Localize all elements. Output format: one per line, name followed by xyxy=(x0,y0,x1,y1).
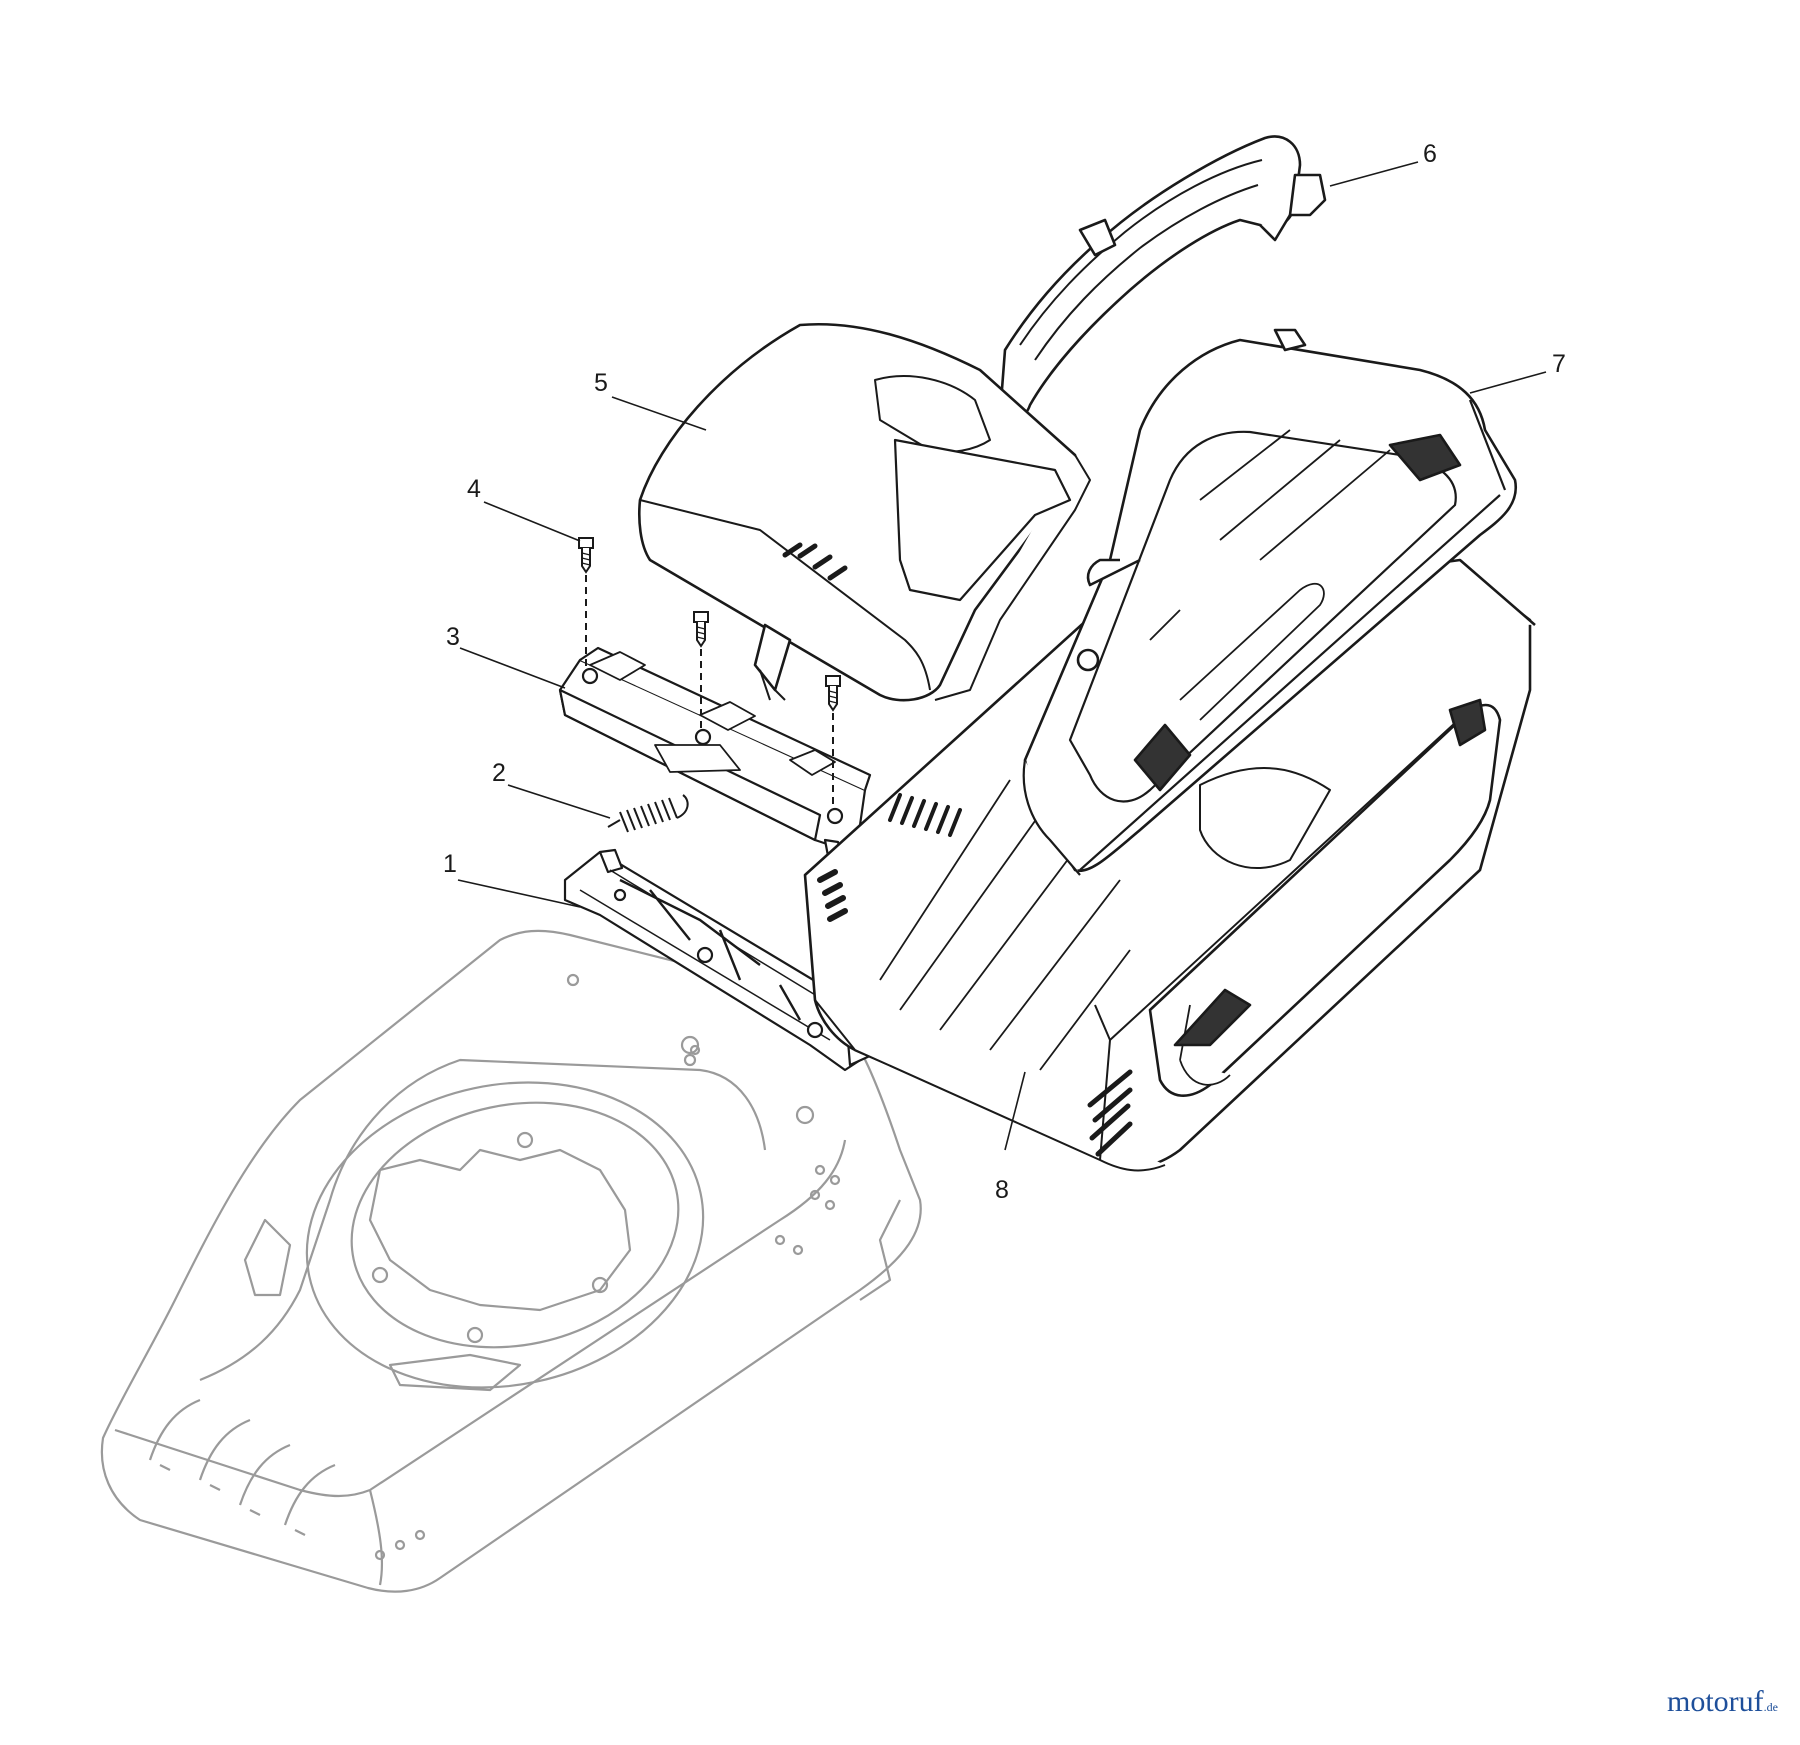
leader-2 xyxy=(507,784,611,819)
callout-4: 4 xyxy=(467,475,481,503)
screw-b xyxy=(693,611,709,648)
watermark-text: motoruf xyxy=(1667,1685,1764,1718)
callout-2: 2 xyxy=(492,759,506,787)
leader-4 xyxy=(483,501,581,542)
leader-7 xyxy=(1469,371,1547,394)
part-3-flap xyxy=(558,646,872,860)
leader-8 xyxy=(1004,1071,1026,1151)
callout-numbers: 1 2 3 4 5 6 7 8 xyxy=(443,140,1566,1204)
watermark-logo: motoruf.de xyxy=(1667,1687,1778,1717)
part-2-spring xyxy=(607,794,689,833)
leader-6 xyxy=(1329,161,1419,187)
callout-3: 3 xyxy=(446,623,460,651)
callout-8: 8 xyxy=(995,1176,1009,1204)
leader-lines xyxy=(457,161,1547,1151)
callout-7: 7 xyxy=(1552,350,1566,378)
leader-1 xyxy=(457,879,581,908)
leader-5 xyxy=(611,396,707,431)
callout-6: 6 xyxy=(1423,140,1437,168)
callout-1: 1 xyxy=(443,850,457,878)
screw-c xyxy=(825,675,841,712)
part-7-bag-top xyxy=(1022,328,1518,876)
leader-3 xyxy=(459,647,566,689)
part-4-screws xyxy=(578,537,841,808)
part-5-cover xyxy=(638,323,1091,702)
callout-5: 5 xyxy=(594,369,608,397)
part-6-handle xyxy=(998,135,1327,430)
part-8-bag-bottom xyxy=(803,558,1536,1172)
mower-deck xyxy=(100,929,922,1593)
screw-a xyxy=(578,537,594,574)
watermark-suffix: .de xyxy=(1763,1700,1778,1714)
